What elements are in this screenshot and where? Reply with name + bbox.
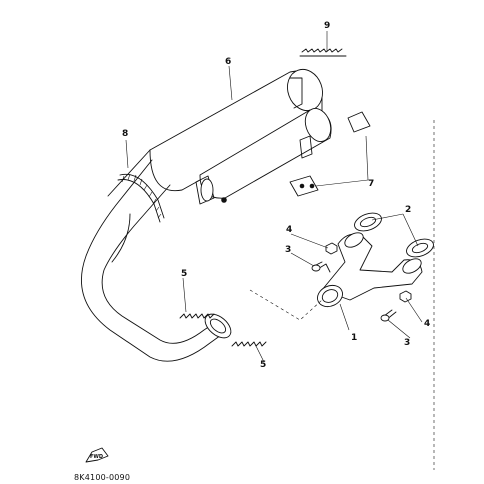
mounting-parts (221, 111, 371, 203)
leader-lines (125, 31, 423, 363)
diagram-code: 8K4100-0090 (74, 473, 130, 482)
callout-5-upper: 5 (181, 269, 187, 279)
muffler (149, 68, 332, 205)
fasteners (311, 242, 412, 322)
callout-5-lower: 5 (260, 360, 266, 370)
exhaust-wrap (117, 173, 165, 223)
top-bracket (299, 48, 347, 57)
callout-6: 6 (225, 57, 231, 67)
callout-1: 1 (351, 333, 357, 343)
exhaust-pipe (80, 149, 232, 362)
exhaust-manifold (317, 232, 423, 308)
springs (179, 313, 267, 347)
callout-9: 9 (324, 21, 330, 31)
callout-3-lower: 3 (404, 338, 410, 348)
callout-4-lower: 4 (424, 319, 430, 329)
callout-3-upper: 3 (285, 245, 291, 255)
gaskets (354, 212, 434, 258)
fwd-label: FWD (90, 454, 103, 460)
callout-8: 8 (122, 129, 128, 139)
callout-2: 2 (405, 205, 411, 215)
callout-4-upper: 4 (286, 225, 292, 235)
forward-arrow-icon: FWD (85, 447, 109, 463)
callout-7: 7 (368, 179, 374, 189)
